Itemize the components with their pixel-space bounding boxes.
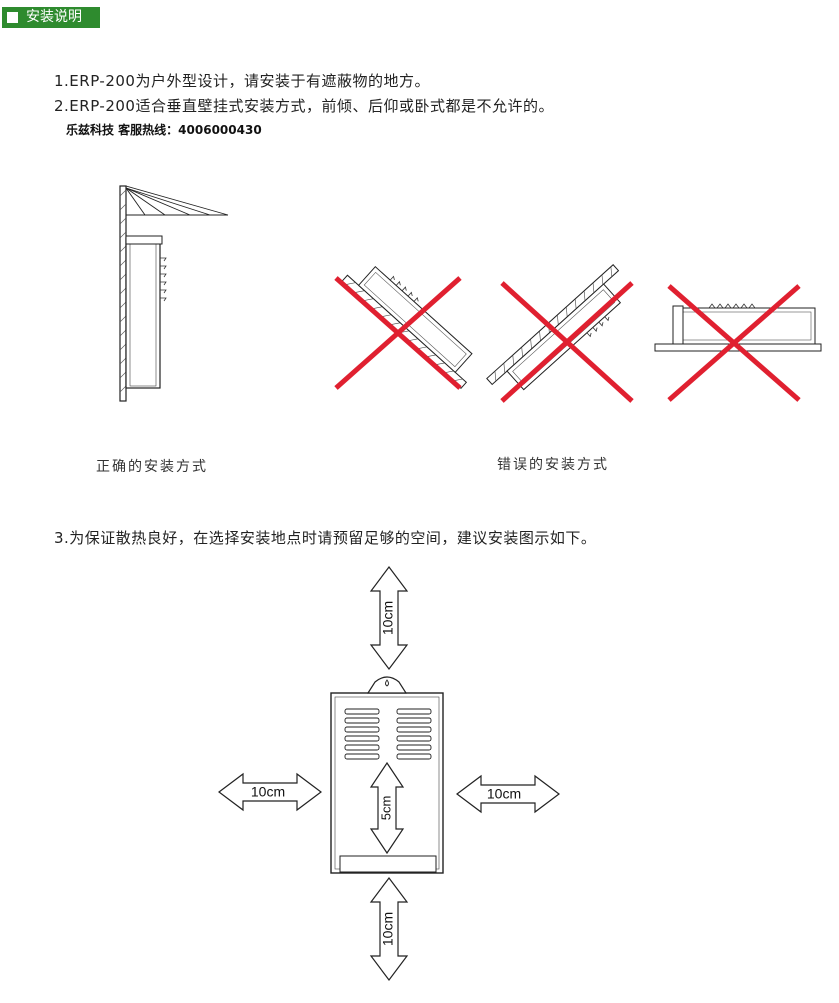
bottom-clearance-label: 10cm: [380, 912, 396, 946]
top-clearance-arrow: [369, 566, 409, 670]
hotline-text: 乐兹科技 客服热线：4006000430: [66, 123, 262, 137]
correct-caption: 正确的安装方式: [96, 459, 208, 475]
top-clearance-label: 10cm: [380, 601, 396, 635]
section-title: 安装说明: [26, 9, 82, 25]
checkbox-square-icon: [7, 12, 18, 23]
instruction-3: 3.为保证散热良好，在选择安装地点时请预留足够的空间，建议安装图示如下。: [54, 529, 597, 547]
instruction-2: 2.ERP-200适合垂直壁挂式安装方式，前倾、后仰或卧式都是不允许的。: [54, 97, 554, 115]
right-clearance-label: 10cm: [487, 786, 521, 802]
instruction-1: 1.ERP-200为户外型设计，请安装于有遮蔽物的地方。: [54, 72, 430, 90]
right-clearance-arrow: [456, 774, 560, 814]
wrong-installation-tilt-forward: [334, 266, 473, 390]
front-clearance-label: 5cm: [378, 796, 393, 821]
section-header: 安装说明: [2, 7, 100, 28]
bottom-clearance-arrow: [369, 877, 409, 981]
wrong-installation-lying-flat: [654, 284, 822, 402]
correct-installation-figure: [119, 185, 229, 402]
wrong-installation-tilt-backward: [486, 264, 634, 403]
front-clearance-arrow: [369, 761, 405, 855]
left-clearance-label: 10cm: [251, 784, 285, 800]
wrong-caption: 错误的安装方式: [497, 457, 609, 473]
left-clearance-arrow: [218, 772, 322, 812]
